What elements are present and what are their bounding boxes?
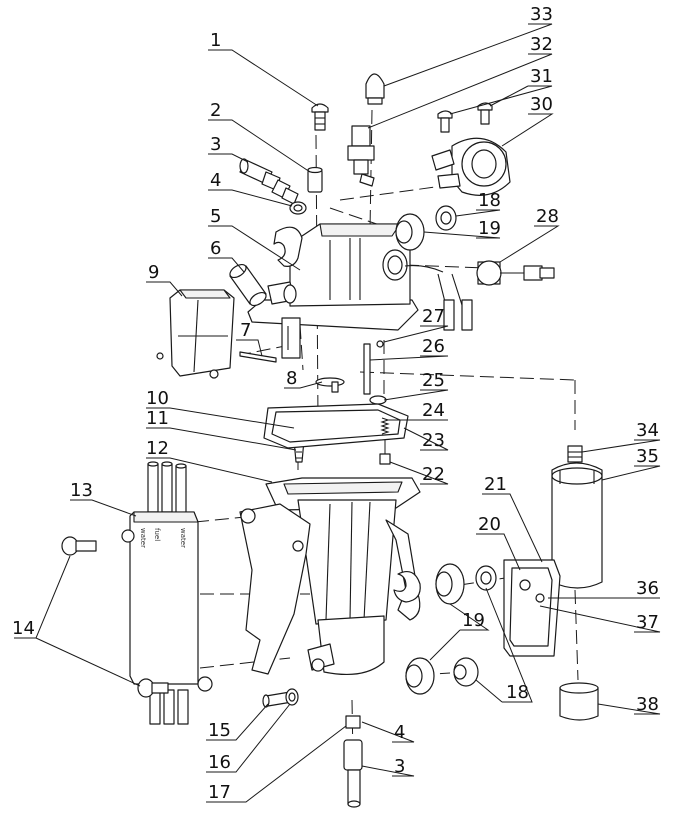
part-3-barb-fitting-bottom (343, 715, 363, 808)
callout-20: 20 (478, 514, 501, 535)
part-23-gasket (263, 403, 409, 449)
part-30-pump-valve (431, 137, 511, 196)
callout-19-lower: 19 (462, 610, 485, 631)
callout-19-top: 19 (478, 218, 501, 239)
callout-3: 3 (210, 134, 221, 155)
part-32-fitting (347, 125, 375, 187)
callout-10: 10 (146, 388, 169, 409)
callout-15: 15 (208, 720, 231, 741)
callout-leaders (14, 23, 661, 803)
part-2-sleeve (307, 166, 323, 193)
part-28-sensor (404, 260, 555, 331)
part-9-cover (156, 289, 235, 379)
part-22-plug (379, 453, 391, 465)
part-35-fuel-pump (551, 462, 603, 589)
callout-27: 27 (422, 306, 445, 327)
callout-32: 32 (530, 34, 553, 55)
manifold-labels: water fuel water (139, 528, 187, 548)
part-8-washer-screw (315, 377, 345, 393)
callout-24: 24 (422, 400, 445, 421)
callout-25: 25 (422, 370, 445, 391)
callout-28: 28 (536, 206, 559, 227)
callout-33: 33 (530, 4, 553, 25)
part-21-bracket (503, 559, 561, 657)
manifold-label-fuel: fuel (153, 528, 161, 541)
callout-14: 14 (12, 618, 35, 639)
part-19-grommet-lower (405, 657, 435, 695)
part-1-screw (311, 103, 329, 131)
callout-22: 22 (422, 464, 445, 485)
part-19-grommet-middle (435, 563, 465, 605)
callout-6: 6 (210, 238, 221, 259)
callout-21: 21 (484, 474, 507, 495)
callout-4: 4 (210, 170, 221, 191)
callout-30: 30 (530, 94, 553, 115)
callout-3-lower: 3 (394, 756, 405, 777)
callout-2: 2 (210, 100, 221, 121)
part-33-cap (365, 73, 385, 105)
callout-17: 17 (208, 782, 231, 803)
part-13-manifold: water fuel water (121, 461, 213, 725)
callout-18-lower: 18 (506, 682, 529, 703)
part-18-bushing-middle (475, 565, 497, 591)
part-16-o-ring-lower (285, 688, 299, 706)
callout-36: 36 (636, 578, 659, 599)
part-7-pin (239, 351, 277, 363)
callout-5: 5 (210, 206, 221, 227)
callout-7: 7 (240, 320, 251, 341)
callout-12: 12 (146, 438, 169, 459)
callout-31: 31 (530, 66, 553, 87)
part-5-upper-housing (247, 223, 419, 359)
part-25-screw (369, 395, 387, 405)
callout-26: 26 (422, 336, 445, 357)
callout-35: 35 (636, 446, 659, 467)
part-34-outlet (567, 445, 583, 463)
callout-38: 38 (636, 694, 659, 715)
manifold-label-water-2: water (179, 528, 187, 548)
manifold-label-water: water (139, 528, 147, 548)
part-4-o-ring-top (289, 201, 307, 215)
part-31-screws (437, 102, 493, 133)
callout-numbers: 1 2 3 4 5 6 7 8 9 10 11 12 13 14 15 16 1… (12, 4, 659, 803)
part-19-grommet-upper (395, 213, 425, 251)
part-24-spring (380, 417, 390, 435)
callout-37: 37 (636, 612, 659, 633)
callout-4-lower: 4 (394, 722, 405, 743)
callout-9: 9 (148, 262, 159, 283)
part-27-ball (376, 340, 384, 348)
part-6-elbow-fitting (229, 263, 267, 307)
callout-18-top: 18 (478, 190, 501, 211)
part-26-rod (363, 343, 371, 395)
callout-34: 34 (636, 420, 659, 441)
callout-1: 1 (210, 30, 221, 51)
part-38-sleeve (559, 682, 599, 721)
part-14-screws (61, 536, 169, 698)
part-18-bushing-upper (435, 205, 457, 231)
callout-8: 8 (286, 368, 297, 389)
callout-11: 11 (146, 408, 169, 429)
part-12-main-body (239, 477, 421, 676)
part-18-bushing-lower (453, 657, 479, 687)
callout-16: 16 (208, 752, 231, 773)
callout-13: 13 (70, 480, 93, 501)
callout-23: 23 (422, 430, 445, 451)
part-3-barb-fitting-top (239, 158, 299, 205)
